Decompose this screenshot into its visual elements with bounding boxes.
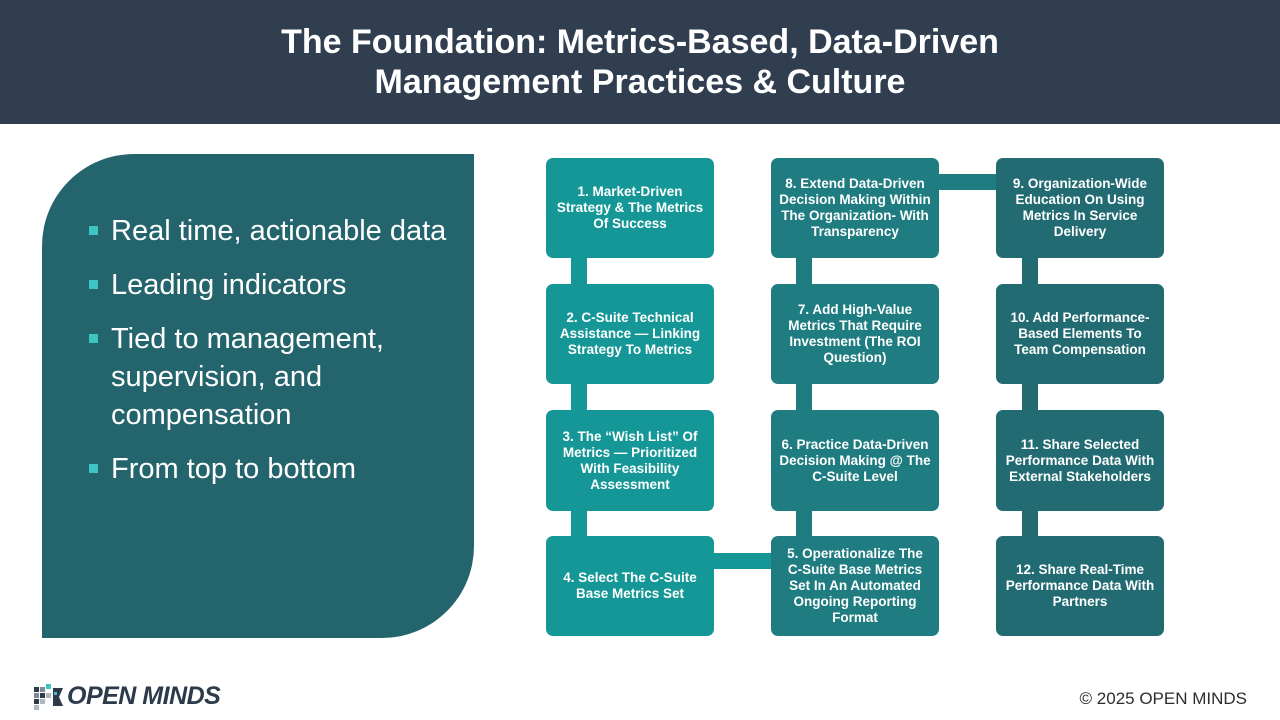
bullet-item: From top to bottom: [88, 450, 458, 488]
step-11-box: 11. Share Selected Performance Data With…: [996, 410, 1164, 511]
connector-11-12: [1022, 511, 1038, 536]
connector-5-6: [796, 511, 812, 536]
step-4-label: 4. Select The C-Suite Base Metrics Set: [563, 570, 697, 601]
connector-4-5: [714, 553, 771, 569]
page-title-line-1: The Foundation: Metrics-Based, Data-Driv…: [281, 23, 999, 61]
step-5-box: 5. Operationalize The C-Suite Base Metri…: [771, 536, 939, 636]
step-7-box: 7. Add High-Value Metrics That Require I…: [771, 284, 939, 384]
step-3-label: 3. The “Wish List” Of Metrics — Prioriti…: [562, 428, 698, 492]
step-3-box: 3. The “Wish List” Of Metrics — Prioriti…: [546, 410, 714, 511]
bullet-square-icon: [89, 334, 98, 343]
step-8-box: 8. Extend Data-Driven Decision Making Wi…: [771, 158, 939, 258]
step-10-label: 10. Add Performance-Based Elements To Te…: [1010, 310, 1150, 357]
step-9-label: 9. Organization-Wide Education On Using …: [1012, 176, 1148, 239]
logo-text: OPEN MINDS: [67, 682, 221, 710]
copyright-text: © 2025 OPEN MINDS: [1079, 689, 1247, 708]
connector-7-8: [796, 258, 812, 284]
step-12-label: 12. Share Real-Time Performance Data Wit…: [1005, 562, 1155, 609]
bullet-square-icon: [89, 280, 98, 289]
step-12-box: 12. Share Real-Time Performance Data Wit…: [996, 536, 1164, 636]
step-10-box: 10. Add Performance-Based Elements To Te…: [996, 284, 1164, 384]
connector-6-7: [796, 384, 812, 410]
bullet-square-icon: [89, 226, 98, 235]
bullet-item: Real time, actionable data: [88, 212, 458, 250]
bullet-text: From top to bottom: [111, 453, 356, 485]
step-6-box: 6. Practice Data-Driven Decision Making …: [771, 410, 939, 511]
bullet-list: Real time, actionable data Leading indic…: [88, 212, 458, 504]
bullet-text: Real time, actionable data: [111, 215, 447, 247]
bullet-item: Tied to management, supervision, and com…: [88, 320, 458, 434]
bullet-text: Tied to management, supervision, and com…: [111, 323, 384, 431]
bullet-text: Leading indicators: [111, 269, 347, 301]
open-minds-logo-icon: [34, 683, 63, 710]
step-2-label: 2. C-Suite Technical Assistance — Linkin…: [559, 310, 701, 357]
step-11-label: 11. Share Selected Performance Data With…: [1005, 436, 1155, 484]
bullet-square-icon: [89, 464, 98, 473]
page-title-line-2: Management Practices & Culture: [374, 63, 906, 101]
bullet-panel: [42, 154, 474, 638]
connector-9-10: [1022, 258, 1038, 284]
title-bar: The Foundation: Metrics-Based, Data-Driv…: [0, 0, 1280, 124]
step-9-box: 9. Organization-Wide Education On Using …: [996, 158, 1164, 258]
open-minds-logo: OPEN MINDS: [34, 682, 221, 711]
step-8-label: 8. Extend Data-Driven Decision Making Wi…: [779, 176, 931, 239]
bullet-item: Leading indicators: [88, 266, 458, 304]
step-7-label: 7. Add High-Value Metrics That Require I…: [788, 302, 922, 365]
step-1-label: 1. Market-Driven Strategy & The Metrics …: [556, 184, 704, 231]
step-2-box: 2. C-Suite Technical Assistance — Linkin…: [546, 284, 714, 384]
step-5-label: 5. Operationalize The C-Suite Base Metri…: [787, 546, 923, 625]
step-1-box: 1. Market-Driven Strategy & The Metrics …: [546, 158, 714, 258]
connector-1-2: [571, 258, 587, 284]
connector-3-4: [571, 511, 587, 536]
connector-8-9: [939, 174, 996, 190]
step-6-label: 6. Practice Data-Driven Decision Making …: [779, 436, 931, 484]
step-4-box: 4. Select The C-Suite Base Metrics Set: [546, 536, 714, 636]
connector-10-11: [1022, 384, 1038, 410]
connector-2-3: [571, 384, 587, 410]
